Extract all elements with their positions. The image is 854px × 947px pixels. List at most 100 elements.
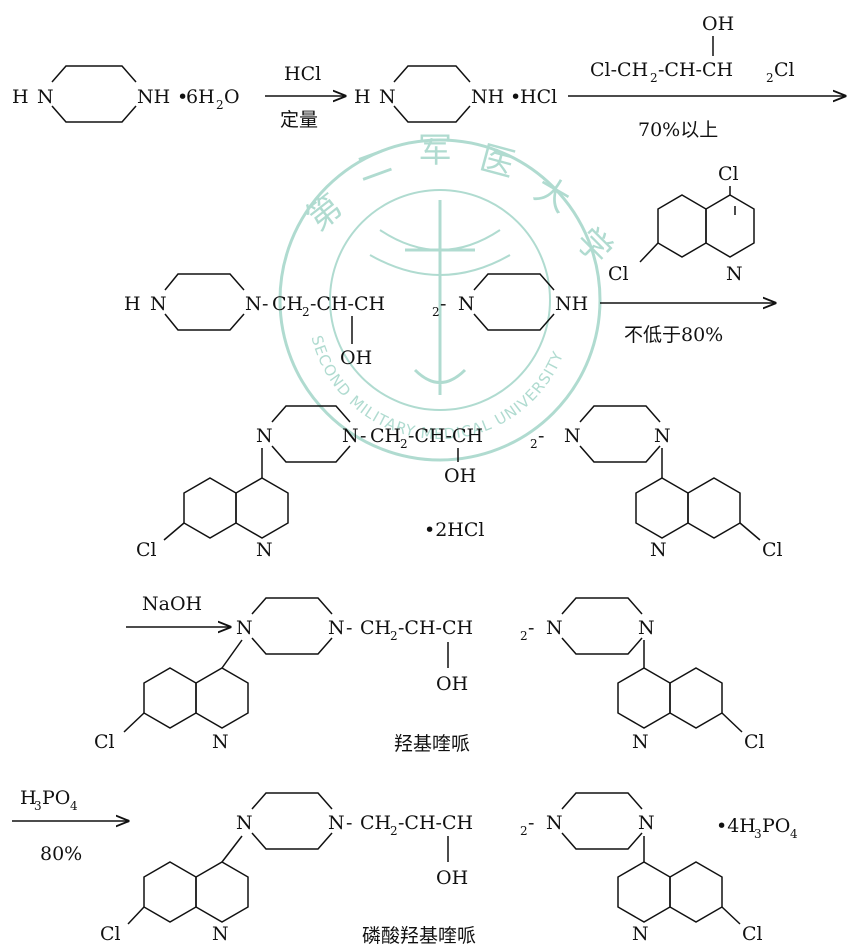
svg-text:N: N bbox=[638, 812, 655, 834]
svg-text:-: - bbox=[262, 293, 268, 315]
svg-text:PO: PO bbox=[42, 787, 70, 809]
svg-text:N: N bbox=[654, 425, 671, 447]
svg-text:N: N bbox=[726, 263, 743, 285]
svg-text:Cl: Cl bbox=[608, 263, 629, 285]
bis-piperazinyl-propanol: H N N - CH 2 -CH-CH 2 - OH N NH bbox=[124, 273, 588, 369]
arrow4-reagent: NaOH bbox=[142, 593, 202, 615]
svg-text:CH: CH bbox=[272, 293, 303, 315]
atom-nh: NH bbox=[137, 86, 170, 108]
svg-text:-CH-CH: -CH-CH bbox=[398, 812, 473, 834]
product-dihydrochloride: N N - CH 2 -CH-CH 2 - OH N N N Cl N Cl •… bbox=[136, 405, 783, 561]
svg-text:2: 2 bbox=[530, 437, 538, 451]
compound-name-hydroxypiperaquine: 羟基喹哌 bbox=[394, 733, 470, 755]
svg-text:N: N bbox=[632, 731, 649, 753]
arrow5-yield: 80% bbox=[40, 843, 82, 865]
dichloroquinoline-reagent: Cl N Cl bbox=[608, 163, 755, 285]
svg-text:N: N bbox=[212, 731, 229, 753]
svg-text:Cl: Cl bbox=[94, 731, 115, 753]
svg-text:-: - bbox=[538, 425, 544, 447]
svg-text:•: • bbox=[177, 86, 188, 108]
svg-text:NH: NH bbox=[471, 86, 504, 108]
svg-text:2: 2 bbox=[520, 824, 528, 838]
svg-text:N: N bbox=[632, 923, 649, 945]
svg-text:N: N bbox=[328, 812, 345, 834]
svg-text:2: 2 bbox=[390, 629, 398, 643]
svg-text:4: 4 bbox=[70, 799, 78, 813]
svg-text:N: N bbox=[245, 293, 262, 315]
svg-text:OH: OH bbox=[436, 867, 468, 889]
svg-text:3: 3 bbox=[754, 827, 762, 841]
svg-text:OH: OH bbox=[436, 673, 468, 695]
svg-text:NH: NH bbox=[555, 293, 588, 315]
seal-char-1: 第 bbox=[299, 187, 350, 239]
svg-text:N: N bbox=[212, 923, 229, 945]
svg-text:CH: CH bbox=[360, 617, 391, 639]
salt-2hcl: •2HCl bbox=[424, 519, 484, 541]
arrow2-yield: 70%以上 bbox=[638, 119, 718, 141]
svg-text:2: 2 bbox=[432, 305, 440, 319]
svg-text:Cl: Cl bbox=[744, 731, 765, 753]
svg-text:-: - bbox=[360, 425, 366, 447]
hydroxypiperaquine: N N - CH 2 -CH-CH 2 - OH N N N Cl N Cl bbox=[94, 597, 765, 753]
arrow3-yield: 不低于80% bbox=[624, 324, 723, 346]
svg-text:OH: OH bbox=[702, 13, 734, 35]
svg-text:Cl: Cl bbox=[774, 59, 795, 81]
svg-text:O: O bbox=[224, 86, 240, 108]
hydroxypiperaquine-phosphate: N N - CH 2 -CH-CH 2 - OH N N N Cl N Cl •… bbox=[100, 792, 798, 945]
seal-char-5: 大 bbox=[528, 169, 577, 221]
salt-4h3po4: •4H bbox=[716, 815, 756, 837]
svg-text:•: • bbox=[510, 86, 521, 108]
svg-text:Cl: Cl bbox=[742, 923, 763, 945]
svg-text:-CH-CH: -CH-CH bbox=[658, 59, 733, 81]
arrow1-condition: 定量 bbox=[280, 109, 318, 131]
svg-text:2: 2 bbox=[216, 98, 224, 112]
step1-piperazine-hexahydrate: H N NH • 6H 2 O bbox=[12, 65, 240, 123]
svg-text:Cl: Cl bbox=[718, 163, 739, 185]
svg-text:2: 2 bbox=[302, 305, 310, 319]
svg-text:Cl-CH: Cl-CH bbox=[590, 59, 648, 81]
svg-text:H: H bbox=[354, 86, 371, 108]
atom-n: N bbox=[37, 86, 54, 108]
svg-text:Cl: Cl bbox=[762, 539, 783, 561]
svg-text:N: N bbox=[236, 812, 253, 834]
svg-text:OH: OH bbox=[444, 465, 476, 487]
svg-text:-: - bbox=[440, 293, 446, 315]
svg-text:OH: OH bbox=[340, 347, 372, 369]
svg-text:N: N bbox=[256, 539, 273, 561]
svg-text:Cl: Cl bbox=[100, 923, 121, 945]
arrow1-reagent: HCl bbox=[284, 63, 321, 85]
svg-text:3: 3 bbox=[34, 799, 42, 813]
svg-text:-: - bbox=[346, 812, 352, 834]
svg-text:-: - bbox=[346, 617, 352, 639]
svg-text:-CH-CH: -CH-CH bbox=[408, 425, 483, 447]
svg-text:2: 2 bbox=[650, 71, 658, 85]
svg-text:N: N bbox=[236, 617, 253, 639]
svg-text:PO: PO bbox=[762, 815, 790, 837]
svg-text:-: - bbox=[528, 617, 534, 639]
dichloropropanol-reagent: OH Cl-CH 2 -CH-CH 2 Cl bbox=[590, 13, 795, 85]
svg-text:2: 2 bbox=[520, 629, 528, 643]
svg-text:N: N bbox=[650, 539, 667, 561]
svg-text:Cl: Cl bbox=[136, 539, 157, 561]
svg-text:CH: CH bbox=[360, 812, 391, 834]
svg-text:N: N bbox=[150, 293, 167, 315]
svg-text:N: N bbox=[546, 617, 563, 639]
piperazine-hydrochloride: H N NH • HCl bbox=[354, 65, 557, 123]
hydrate-label: 6H bbox=[186, 86, 215, 108]
svg-text:2: 2 bbox=[766, 71, 774, 85]
svg-text:-: - bbox=[528, 812, 534, 834]
svg-text:H: H bbox=[124, 293, 141, 315]
svg-text:2: 2 bbox=[400, 437, 408, 451]
svg-text:N: N bbox=[328, 617, 345, 639]
svg-text:-CH-CH: -CH-CH bbox=[398, 617, 473, 639]
atom-h: H bbox=[12, 86, 29, 108]
svg-text:N: N bbox=[342, 425, 359, 447]
svg-text:N: N bbox=[458, 293, 475, 315]
svg-text:HCl: HCl bbox=[520, 86, 557, 108]
svg-text:CH: CH bbox=[370, 425, 401, 447]
svg-text:N: N bbox=[638, 617, 655, 639]
svg-text:2: 2 bbox=[390, 824, 398, 838]
seal-char-3: 军 bbox=[418, 131, 452, 171]
svg-text:4: 4 bbox=[790, 827, 798, 841]
